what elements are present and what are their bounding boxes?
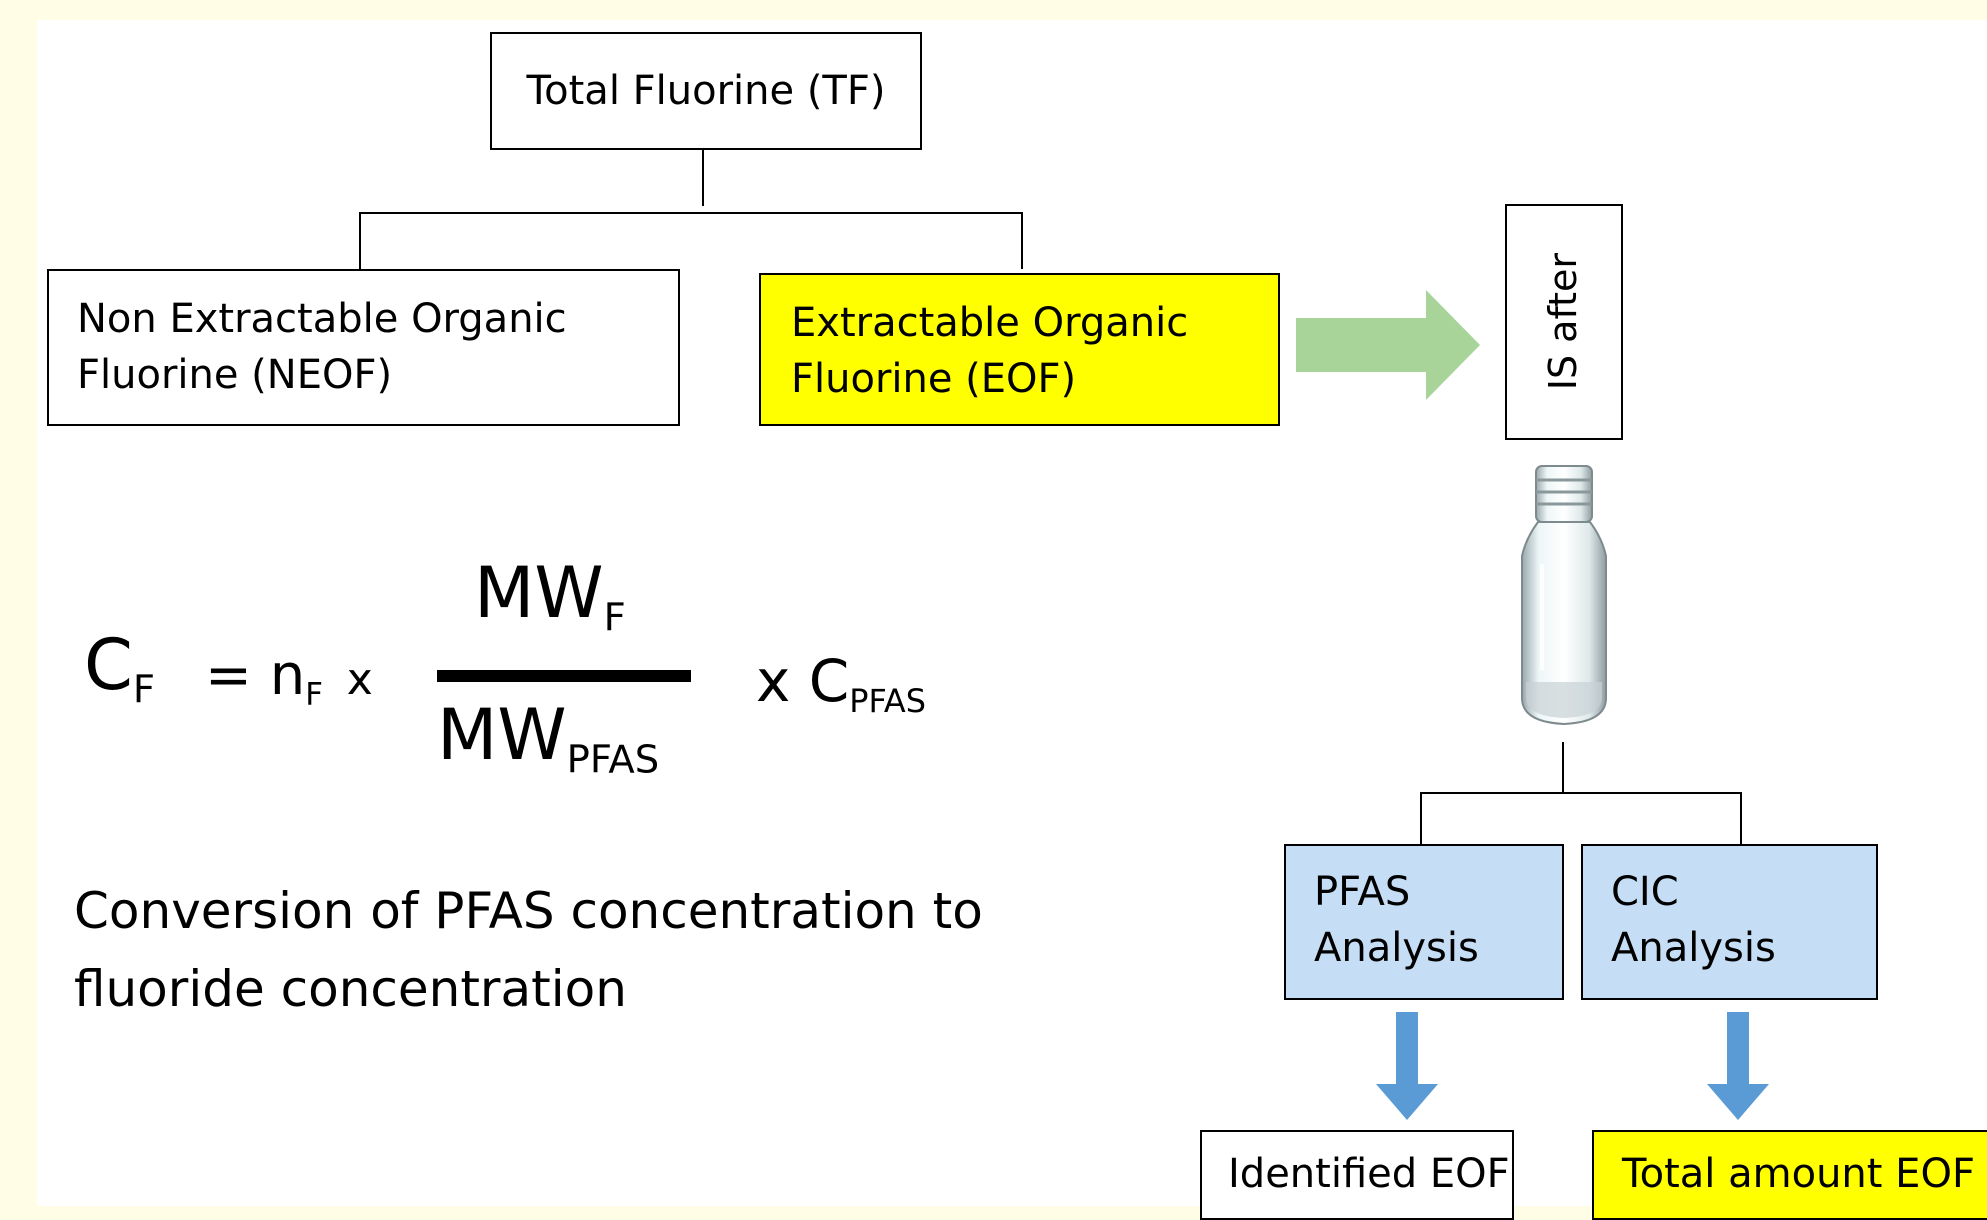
neof-label-line2: Fluorine (NEOF)	[77, 352, 393, 398]
identified-eof-label: Identified EOF	[1228, 1151, 1510, 1197]
identified-eof-node: Identified EOF	[1200, 1130, 1514, 1220]
connector-vial-bar	[1420, 792, 1742, 794]
is-after-label: IS after	[1541, 253, 1586, 391]
pfas-analysis-node: PFAS Analysis	[1284, 844, 1564, 1000]
formula-caption: Conversion of PFAS concentration to fluo…	[74, 872, 983, 1028]
formula-mw-num: MW	[474, 552, 604, 634]
caption-line1: Conversion of PFAS concentration to	[74, 882, 983, 940]
is-after-box: IS after	[1505, 204, 1623, 440]
formula-c-sub: F	[132, 667, 156, 713]
total-eof-node: Total amount EOF	[1592, 1130, 1987, 1220]
total-eof-label: Total amount EOF	[1622, 1151, 1975, 1197]
down-arrow-icon	[1707, 1012, 1769, 1120]
formula-c: C	[84, 624, 133, 706]
caption-line2: fluoride concentration	[74, 960, 627, 1018]
connector-tf-bar	[359, 212, 1023, 214]
formula-n-sub: F	[305, 676, 323, 713]
neof-label-line1: Non Extractable Organic	[77, 296, 567, 342]
pfas-analysis-line1: PFAS	[1314, 869, 1411, 915]
cic-analysis-node: CIC Analysis	[1581, 844, 1878, 1000]
diagram-canvas	[37, 20, 1987, 1206]
connector-tf-stem	[702, 150, 704, 206]
formula-mw-den: MW	[437, 694, 567, 776]
eof-node: Extractable Organic Fluorine (EOF)	[759, 273, 1280, 426]
formula-equals: = nF x	[205, 648, 373, 711]
cic-analysis-line1: CIC	[1611, 869, 1679, 915]
formula-equals-n: = n	[205, 643, 306, 708]
glass-vial-icon	[1521, 465, 1607, 726]
right-arrow-icon	[1296, 290, 1480, 400]
eof-label-line1: Extractable Organic	[791, 300, 1189, 346]
connector-tf-left	[359, 212, 361, 269]
connector-vial-left	[1420, 792, 1422, 844]
formula-mw-den-sub: PFAS	[566, 737, 660, 783]
down-arrow-icon	[1376, 1012, 1438, 1120]
connector-vial-stem	[1562, 742, 1564, 792]
pfas-analysis-line2: Analysis	[1314, 925, 1479, 971]
formula-times: x	[346, 654, 373, 705]
connector-tf-right	[1021, 212, 1023, 269]
total-fluorine-label: Total Fluorine (TF)	[526, 68, 886, 114]
total-fluorine-node: Total Fluorine (TF)	[490, 32, 922, 150]
eof-label-line2: Fluorine (EOF)	[791, 356, 1077, 402]
fraction-bar	[437, 670, 691, 682]
formula-rhs: x CPFAS	[756, 652, 926, 718]
formula-numerator: MWF	[474, 558, 626, 638]
formula-x-c: x C	[756, 647, 850, 715]
formula-c-pfas-sub: PFAS	[849, 682, 926, 721]
formula-lhs: CF	[84, 630, 155, 710]
neof-node: Non Extractable Organic Fluorine (NEOF)	[47, 269, 680, 426]
formula-mw-num-sub: F	[603, 595, 626, 641]
cic-analysis-line2: Analysis	[1611, 925, 1776, 971]
connector-vial-right	[1740, 792, 1742, 844]
formula-denominator: MWPFAS	[437, 700, 659, 780]
